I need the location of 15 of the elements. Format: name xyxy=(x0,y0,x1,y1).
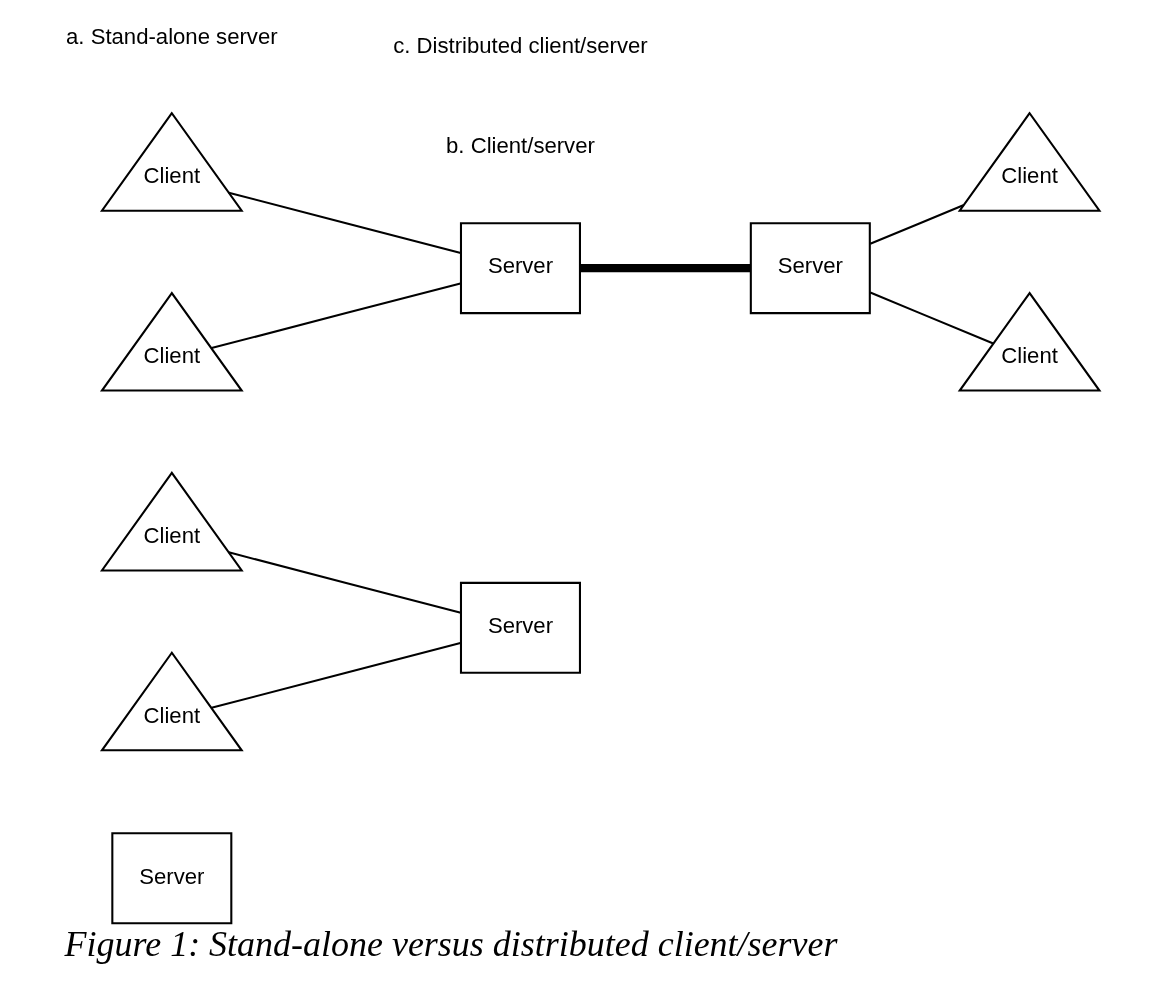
connector xyxy=(579,264,751,273)
label: c. Distributed client/server xyxy=(392,33,648,59)
connector xyxy=(210,642,461,709)
node-box: Server xyxy=(459,581,581,674)
caption: Figure 1: Stand-alone versus distributed client/server xyxy=(64,924,837,965)
node-box: Server xyxy=(459,222,581,315)
label: a. Stand-alone server xyxy=(65,23,278,49)
node-box: Server xyxy=(749,222,871,315)
connector xyxy=(869,291,994,345)
connector xyxy=(210,282,461,350)
connector xyxy=(228,551,461,614)
connector xyxy=(228,191,461,254)
connector xyxy=(869,204,964,245)
label: b. Client/server xyxy=(445,133,595,159)
node-box: Server xyxy=(110,832,232,925)
